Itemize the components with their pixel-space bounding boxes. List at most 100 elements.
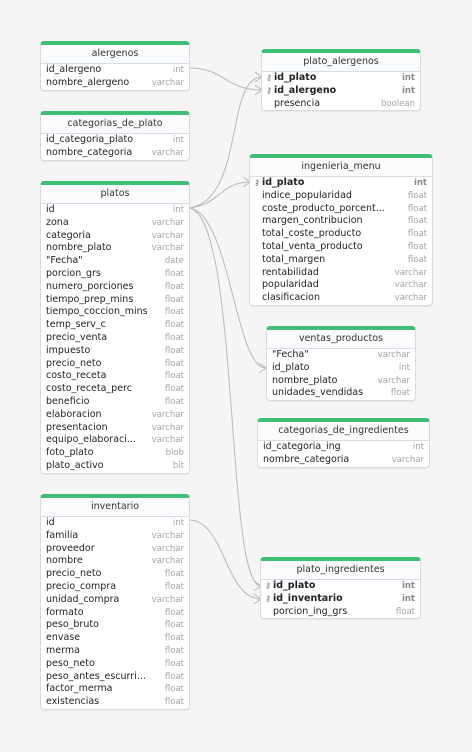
column-row[interactable]: total_coste_producto float	[250, 228, 432, 241]
column-type: int	[413, 178, 427, 188]
column-row[interactable]: tiempo_prep_mins float	[41, 294, 189, 307]
column-name: nombre_plato	[46, 242, 112, 254]
column-name: formato	[46, 606, 84, 618]
column-row[interactable]: presentacion varchar	[41, 422, 189, 435]
column-name: impuesto	[46, 344, 91, 356]
column-type: float	[395, 606, 415, 617]
column-type: float	[164, 294, 184, 305]
column-name: total_coste_producto	[262, 228, 362, 240]
column-row[interactable]: "Fecha"date	[41, 255, 189, 268]
column-type: int	[172, 205, 184, 215]
column-name: costo_receta	[46, 370, 107, 382]
column-type: float	[164, 320, 184, 331]
column-row[interactable]: coste_producto_porcent...float	[250, 203, 432, 216]
table-title: ventas_productos	[267, 330, 415, 349]
column-type: float	[164, 396, 184, 407]
column-type: float	[164, 684, 184, 695]
column-type: blob	[165, 448, 184, 459]
column-name: categoria	[46, 229, 91, 241]
column-row[interactable]: "Fecha"varchar	[267, 349, 415, 362]
table-title: inventario	[41, 498, 189, 517]
column-type: varchar	[151, 422, 184, 433]
column-type: float	[164, 281, 184, 292]
column-name: "Fecha"	[272, 349, 309, 360]
column-type: boolean	[381, 98, 415, 109]
column-type: float	[407, 229, 427, 240]
column-name: presentacion	[46, 421, 108, 433]
column-type: varchar	[151, 217, 184, 228]
column-name: id_categoria_plato	[46, 134, 134, 145]
column-row[interactable]: peso_antes_escurri...float	[41, 671, 189, 684]
connector-platos-ingenieria-menu	[188, 181, 251, 209]
table-categorias-de-ingredientes[interactable]: categorias_de_ingredientes id_categoria_…	[257, 418, 430, 468]
column-name: tiempo_prep_mins	[46, 293, 134, 305]
column-row[interactable]: equipo_elaboraci...varchar	[41, 434, 189, 447]
